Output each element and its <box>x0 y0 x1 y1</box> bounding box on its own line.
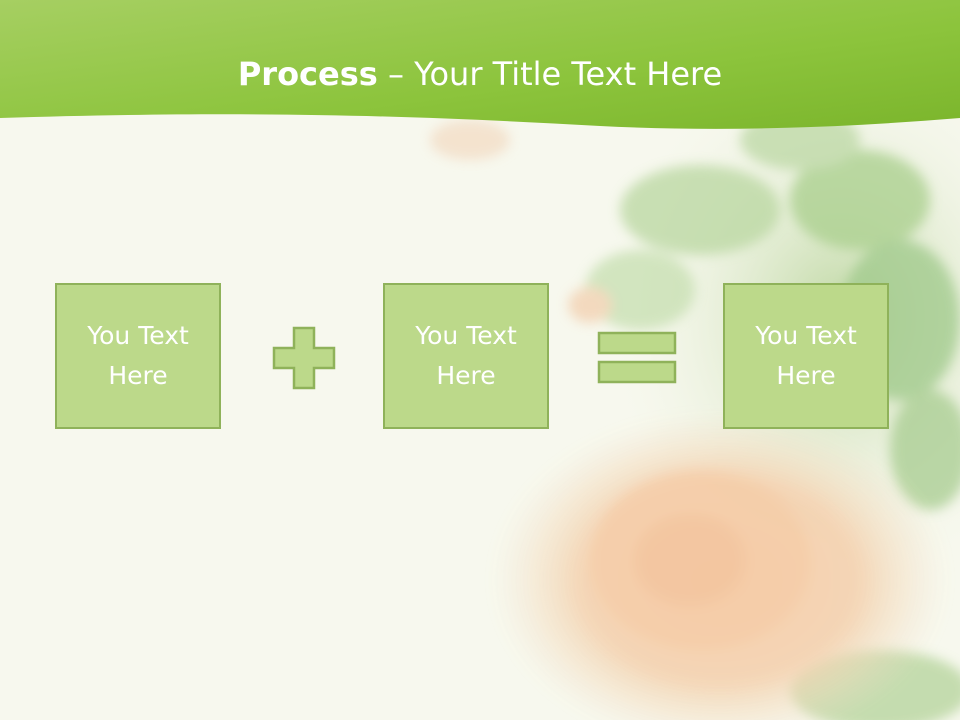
equals-icon <box>597 331 677 384</box>
process-box-3-label: You Text Here <box>755 321 857 390</box>
process-box-2-label: You Text Here <box>415 321 517 390</box>
slide-title-rest: – Your Title Text Here <box>377 55 723 93</box>
process-box-1-label: You Text Here <box>87 321 189 390</box>
plus-icon <box>272 326 336 390</box>
process-box-2[interactable]: You Text Here <box>383 283 549 429</box>
process-box-3[interactable]: You Text Here <box>723 283 889 429</box>
slide-title-bold: Process <box>237 55 378 93</box>
process-box-1[interactable]: You Text Here <box>55 283 221 429</box>
slide-title: Process – Your Title Text Here <box>0 52 960 96</box>
